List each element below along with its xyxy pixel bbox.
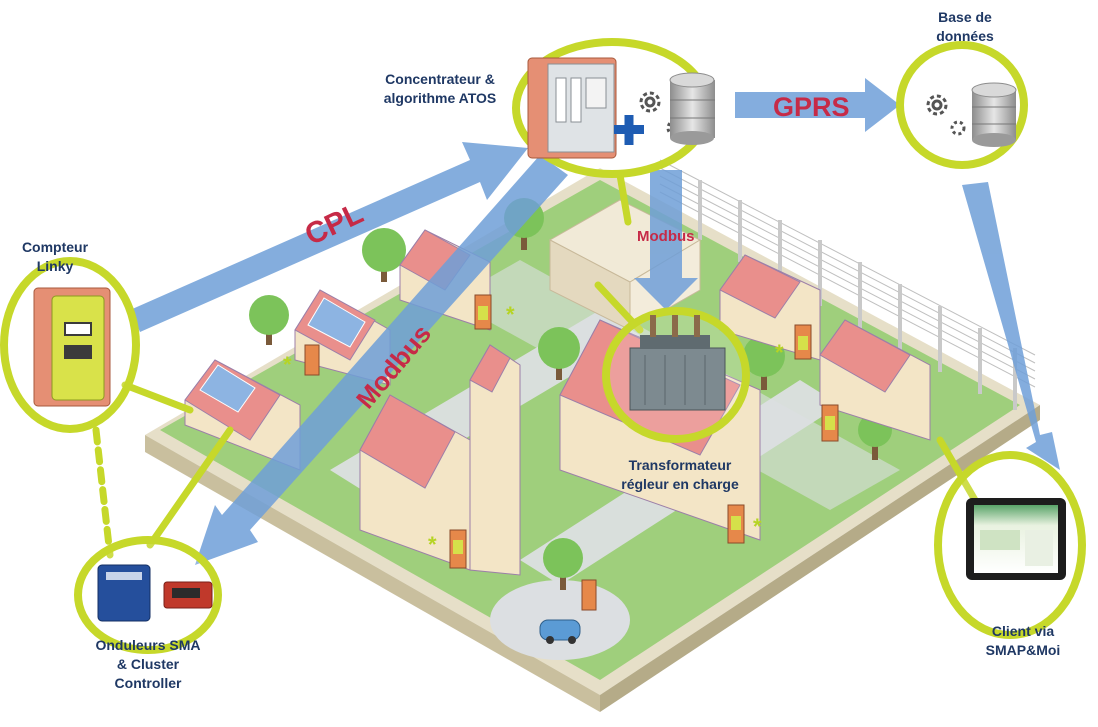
tablet-icon xyxy=(966,498,1066,580)
solar-panel-icon xyxy=(307,297,366,348)
house-icon xyxy=(184,359,301,471)
church-icon xyxy=(359,344,521,576)
svg-text:*: * xyxy=(753,514,762,539)
svg-text:*: * xyxy=(775,340,784,365)
svg-text:*: * xyxy=(428,532,437,557)
power-poles xyxy=(698,180,1017,410)
onduleurs-label: Onduleurs SMA & Cluster Controller xyxy=(78,636,218,693)
base-database-icon xyxy=(971,82,1017,147)
transformateur-label-line1: Transformateur xyxy=(628,457,732,473)
plus-icon xyxy=(614,115,644,145)
compteur-label: Compteur Linky xyxy=(10,238,100,276)
concentrateur-label: Concentrateur & algorithme ATOS xyxy=(365,70,515,108)
cpl-arrow xyxy=(130,142,528,332)
concentrateur-label-line2: algorithme ATOS xyxy=(383,90,497,106)
onduleurs-label-line3: Controller xyxy=(114,675,182,691)
onduleurs-label-line2: & Cluster xyxy=(116,656,180,672)
concentrateur-label-line1: Concentrateur & xyxy=(385,71,495,87)
solar-panel-icon xyxy=(199,364,256,413)
connector-lines xyxy=(92,171,979,559)
svg-text:*: * xyxy=(283,352,292,377)
compteur-label-line1: Compteur xyxy=(21,239,89,255)
gprs-arrow xyxy=(735,78,900,132)
base-label-line1: Base de xyxy=(938,9,992,25)
modbus-diagonal-arrow xyxy=(195,155,568,565)
cluster-controller-icon xyxy=(163,581,213,609)
tree-icon xyxy=(362,228,406,282)
modbus-vertical-arrow xyxy=(634,170,698,310)
concentrator-icon xyxy=(527,57,617,159)
flow-arrows xyxy=(130,78,1060,565)
client-label-line2: SMAP&Moi xyxy=(985,642,1061,658)
house-icon xyxy=(719,254,821,361)
ev-car-icon xyxy=(539,579,597,644)
client-arrow xyxy=(962,182,1060,470)
base-label: Base de données xyxy=(915,8,1015,46)
tree-icon xyxy=(538,327,580,380)
base-gears-icon xyxy=(926,94,966,136)
gprs-label: GPRS xyxy=(773,92,850,122)
inverter-icon xyxy=(97,564,151,622)
sparkles: * * * * * xyxy=(283,302,784,557)
client-label: Client via SMAP&Moi xyxy=(968,622,1078,660)
tree-icon xyxy=(249,295,289,345)
svg-text:*: * xyxy=(506,302,515,327)
fence xyxy=(659,159,1036,388)
compteur-label-line2: Linky xyxy=(36,258,74,274)
modbus-vertical-label: Modbus xyxy=(637,228,695,245)
transformer-icon xyxy=(629,315,726,411)
house-icon xyxy=(819,319,931,442)
trees xyxy=(249,198,892,590)
database-icon xyxy=(669,72,715,145)
tree-icon xyxy=(543,538,583,590)
transformateur-label-line2: régleur en charge xyxy=(621,476,739,492)
onduleurs-label-line1: Onduleurs SMA xyxy=(95,637,201,653)
linky-meter-icon xyxy=(33,287,111,407)
base-label-line2: données xyxy=(936,28,994,44)
client-label-line1: Client via xyxy=(991,623,1055,639)
transformateur-label: Transformateur régleur en charge xyxy=(600,456,760,494)
